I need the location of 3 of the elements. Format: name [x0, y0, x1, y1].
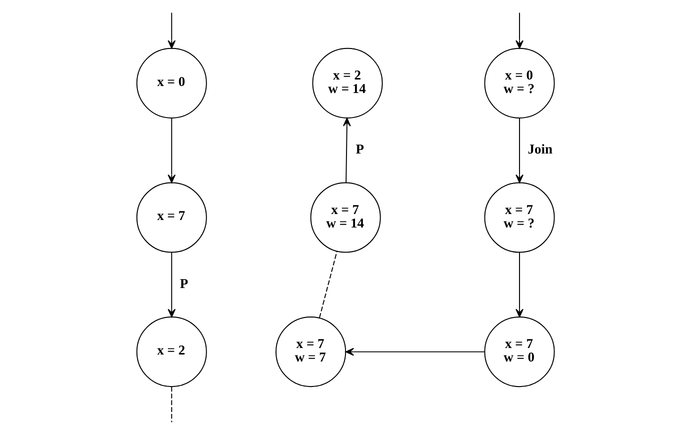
edge-label: P [179, 276, 188, 291]
edge-label: P [355, 141, 364, 156]
edge-label: Join [527, 141, 552, 156]
